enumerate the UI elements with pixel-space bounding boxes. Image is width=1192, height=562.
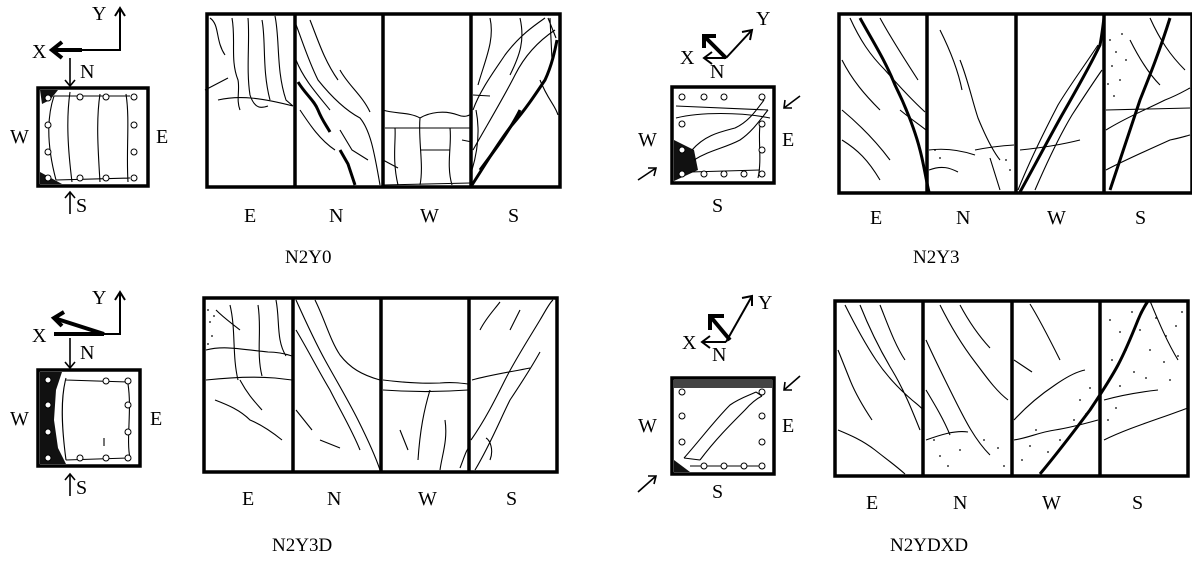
face-label-3: W xyxy=(1047,207,1066,229)
rebar-circles xyxy=(678,388,766,470)
x-axis-label: X xyxy=(32,41,47,63)
panel-caption: N2Y3 xyxy=(913,247,959,268)
section-label-w: W xyxy=(10,408,29,430)
rebar-circles xyxy=(678,93,766,178)
face-label-4: S xyxy=(1132,492,1143,514)
face-label-4: S xyxy=(506,488,517,510)
crack-lines xyxy=(841,17,1191,193)
crack-lines xyxy=(205,299,554,471)
spalling-dots xyxy=(207,309,215,345)
spalling-dots xyxy=(934,33,1127,171)
face-label-2: N xyxy=(956,207,970,229)
panel-n2y3d: Y X N S W E xyxy=(10,287,559,556)
face-label-2: N xyxy=(327,488,341,510)
face-label-2: N xyxy=(953,492,967,514)
panel-caption: N2Y0 xyxy=(285,247,331,268)
x-axis-label: X xyxy=(32,325,47,347)
cross-section: N W E S xyxy=(637,61,801,217)
section-label-e: E xyxy=(782,415,794,437)
section-label-s: S xyxy=(76,477,87,499)
section-label-n: N xyxy=(80,342,94,364)
y-axis-label: Y xyxy=(756,8,770,30)
unfolded-faces xyxy=(833,299,1190,478)
face-label-3: W xyxy=(418,488,437,510)
panel-caption: N2YDXD xyxy=(890,535,968,556)
face-label-1: E xyxy=(866,492,878,514)
section-label-w: W xyxy=(638,129,657,151)
unfolded-faces xyxy=(204,12,562,189)
axes-triad xyxy=(702,28,754,65)
spalling-dots xyxy=(933,311,1183,467)
axes-triad xyxy=(48,6,126,60)
y-axis-label: Y xyxy=(758,292,772,314)
spalled-edge xyxy=(674,380,772,388)
panel-n2y3: Y X N W E S xyxy=(637,8,1192,268)
face-label-4: S xyxy=(1135,207,1146,229)
section-label-n: N xyxy=(80,61,94,83)
cross-section: N W E S xyxy=(637,344,801,503)
face-label-3: W xyxy=(1042,492,1061,514)
rebar-circles xyxy=(44,93,138,182)
x-axis-label: X xyxy=(682,332,697,354)
cross-section: N S W E xyxy=(10,58,168,217)
crack-lines xyxy=(204,15,559,186)
y-axis-label: Y xyxy=(92,287,106,309)
section-label-e: E xyxy=(156,126,168,148)
section-label-n: N xyxy=(712,344,726,366)
section-label-w: W xyxy=(638,415,657,437)
x-axis-label: X xyxy=(680,47,695,69)
y-axis-label: Y xyxy=(92,3,106,25)
section-label-e: E xyxy=(782,129,794,151)
axes-triad xyxy=(700,294,753,349)
face-label-4: S xyxy=(508,205,519,227)
face-label-2: N xyxy=(329,205,343,227)
section-label-e: E xyxy=(150,408,162,430)
panel-n2ydxd: Y X N W E S xyxy=(637,292,1190,556)
section-label-s: S xyxy=(712,481,723,503)
section-label-n: N xyxy=(710,61,724,83)
rebar-circles xyxy=(44,376,132,462)
face-label-3: W xyxy=(420,205,439,227)
face-label-1: E xyxy=(244,205,256,227)
face-label-1: E xyxy=(242,488,254,510)
cross-section: N S W E xyxy=(10,338,162,499)
section-label-s: S xyxy=(76,195,87,217)
panel-caption: N2Y3D xyxy=(272,535,332,556)
unfolded-faces xyxy=(837,12,1192,195)
section-label-w: W xyxy=(10,126,29,148)
unfolded-faces xyxy=(202,296,559,474)
crack-lines xyxy=(837,300,1189,475)
face-label-1: E xyxy=(870,207,882,229)
panel-n2y0: Y X N S W E xyxy=(10,3,562,268)
axes-triad xyxy=(50,290,126,336)
section-label-s: S xyxy=(712,195,723,217)
